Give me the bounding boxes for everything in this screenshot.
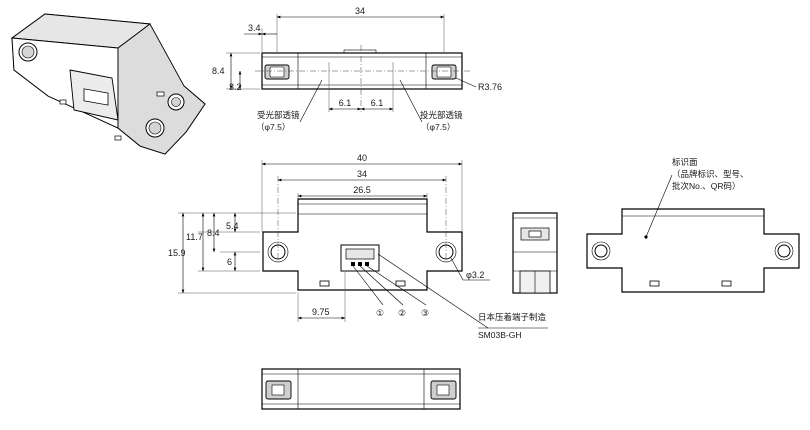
- emitter-lens-label: 投光部透镜: [420, 110, 463, 120]
- marking-surface-label: 标识面: [672, 157, 698, 167]
- pin-3-label: ③: [421, 308, 429, 318]
- top-view: 34 3.4 8.4 3.2 6.1 6.1 R3.76 受光部透镜 （φ7.5…: [212, 6, 502, 132]
- front-dim-34: 34: [357, 169, 367, 179]
- front-dim-11-7: 11.7: [186, 232, 203, 242]
- front-dim-hole-dia: φ3.2: [466, 270, 484, 280]
- receiver-lens-dia: （φ7.5）: [256, 122, 290, 132]
- front-view: 40 34 26.5 15.9 11.7 8.4 5.4 6 φ3.2: [168, 153, 548, 340]
- front-dim-8-4: 8.4: [207, 228, 220, 238]
- top-dim-6-1-left: 6.1: [339, 98, 352, 108]
- front-dim-40: 40: [357, 153, 367, 163]
- pin-1-label: ①: [376, 308, 384, 318]
- receiver-lens-label: 受光部透镜: [257, 110, 300, 120]
- front-dim-6: 6: [227, 257, 232, 267]
- top-dim-3-4: 3.4: [248, 23, 261, 33]
- marking-surface-desc-2: 批次No.、QR码）: [672, 181, 740, 191]
- top-dim-34: 34: [355, 6, 365, 16]
- rear-view: 标识面 （品牌标识、型号、 批次No.、QR码）: [586, 157, 800, 293]
- top-dim-6-1-right: 6.1: [371, 98, 384, 108]
- pin-2-label: ②: [398, 308, 406, 318]
- connector-maker-label: 日本压着端子制造: [478, 312, 547, 322]
- front-dim-5-4: 5.4: [226, 221, 239, 231]
- top-dim-8-4: 8.4: [212, 66, 225, 76]
- connector-part-label: SM03B-GH: [478, 330, 521, 340]
- bottom-view: [261, 368, 461, 410]
- top-dim-3-2: 3.2: [229, 82, 242, 92]
- front-dim-26-5: 26.5: [353, 185, 371, 195]
- emitter-lens-dia: （φ7.5）: [421, 122, 455, 132]
- isometric-view: [10, 13, 206, 155]
- side-view: [512, 212, 558, 294]
- front-dim-15-9: 15.9: [168, 248, 186, 258]
- top-dim-r3-76: R3.76: [478, 82, 502, 92]
- marking-surface-desc-1: （品牌标识、型号、: [672, 169, 749, 179]
- front-dim-9-75: 9.75: [312, 307, 330, 317]
